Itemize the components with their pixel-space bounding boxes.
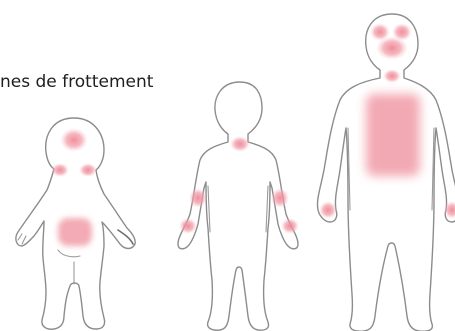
child-figure [178, 82, 299, 330]
adult-left-hand-zone [319, 201, 337, 219]
adult-figure [317, 14, 455, 331]
baby-left-cheek-zone [51, 163, 69, 177]
adult-neck-zone [383, 69, 401, 83]
baby-scalp-zone [60, 128, 88, 152]
baby-right-cheek-zone [79, 163, 97, 177]
child-left-elbow-zone [189, 188, 207, 208]
baby-figure [16, 118, 135, 329]
child-left-wrist-zone [179, 218, 197, 234]
adult-torso-zone [366, 94, 420, 176]
child-right-wrist-zone [281, 218, 299, 234]
child-right-elbow-zone [271, 188, 289, 208]
child-neck-zone [230, 136, 250, 152]
baby-diaper-zone [58, 218, 92, 246]
adult-face-zone [376, 36, 408, 60]
